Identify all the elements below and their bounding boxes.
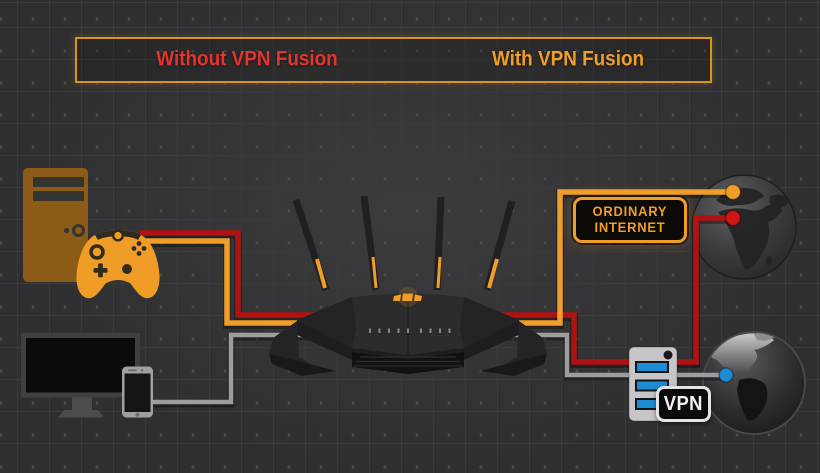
- desktop-tower-icon: [23, 168, 88, 282]
- ordinary-internet-line1: ORDINARY: [592, 204, 668, 219]
- blue-endpoint-dot: [718, 367, 734, 383]
- router-led-indicators: [369, 328, 451, 333]
- vpn-badge: VPN: [656, 386, 711, 422]
- ordinary-internet-label: ORDINARY INTERNET: [573, 197, 687, 243]
- legend-without-vpn-label: Without VPN Fusion: [156, 47, 338, 71]
- wifi-router-icon: [269, 195, 547, 376]
- game-controller-icon: [76, 229, 160, 299]
- legend-with-vpn-label: With VPN Fusion: [491, 47, 645, 71]
- red-line-without-vpn: [140, 215, 733, 365]
- vpn-badge-label: VPN: [663, 392, 704, 415]
- red-endpoint-dot: [724, 209, 742, 227]
- monitor-icon: [21, 333, 140, 418]
- orange-endpoint-dot: [724, 183, 742, 201]
- ordinary-internet-line2: INTERNET: [594, 220, 666, 235]
- smartphone-icon: [122, 366, 153, 418]
- tuf-logo-icon: [393, 287, 422, 307]
- vpn-globe-icon: [702, 331, 806, 435]
- legend-header: Without VPN Fusion With VPN Fusion: [75, 37, 712, 83]
